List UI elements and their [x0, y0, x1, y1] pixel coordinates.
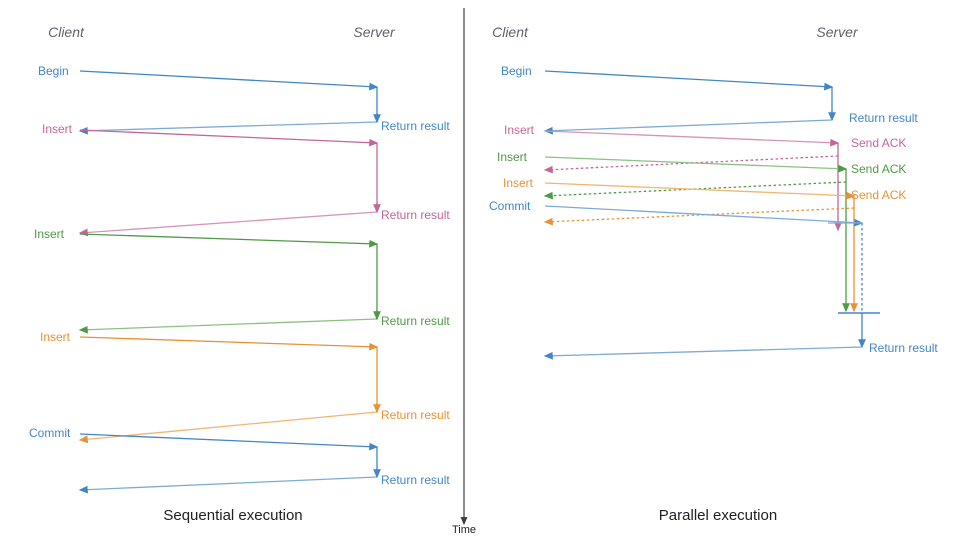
text-label: Insert — [503, 176, 534, 190]
text-label: Insert — [497, 150, 528, 164]
text-label: Sequential execution — [163, 507, 302, 524]
request-arrow — [544, 130, 840, 147]
request-arrow — [544, 205, 864, 227]
text-label: Insert — [40, 330, 71, 344]
text-label: Insert — [42, 122, 73, 136]
time-axis-label: Time — [452, 524, 476, 536]
text-label: Parallel execution — [659, 507, 777, 524]
reply-arrow — [78, 121, 378, 135]
message-lines-layer — [78, 70, 880, 494]
reply-arrow — [78, 211, 378, 237]
text-label: Send ACK — [851, 136, 906, 150]
request-arrow — [544, 70, 834, 91]
reply-arrow — [543, 346, 863, 360]
reply-arrow — [78, 476, 378, 494]
request-arrow — [79, 336, 379, 351]
request-arrow — [79, 433, 379, 451]
text-label: Send ACK — [851, 162, 906, 176]
text-label: Return result — [869, 341, 938, 355]
text-label: Commit — [29, 426, 71, 440]
time-axis: Time — [452, 8, 476, 536]
text-label: Begin — [501, 64, 532, 78]
text-label: Send ACK — [851, 188, 906, 202]
text-label: Begin — [38, 64, 69, 78]
text-label: Insert — [504, 123, 535, 137]
text-label: Server — [816, 24, 859, 40]
text-label: Client — [492, 24, 529, 40]
text-label: Return result — [381, 408, 450, 422]
reply-arrow — [543, 119, 833, 135]
request-arrow — [79, 129, 379, 147]
text-label: Return result — [849, 111, 918, 125]
request-arrow — [544, 156, 848, 173]
text-label: Server — [353, 24, 396, 40]
request-arrow — [79, 233, 379, 248]
reply-arrow — [78, 411, 378, 444]
ack-arrow — [543, 207, 855, 226]
request-arrow — [544, 182, 856, 200]
reply-arrow — [78, 318, 378, 334]
text-label: Client — [48, 24, 85, 40]
text-label: Commit — [489, 199, 531, 213]
request-arrow — [79, 70, 379, 91]
text-label: Return result — [381, 473, 450, 487]
text-label: Return result — [381, 208, 450, 222]
text-label: Return result — [381, 314, 450, 328]
text-label: Return result — [381, 119, 450, 133]
text-label: Insert — [34, 227, 65, 241]
